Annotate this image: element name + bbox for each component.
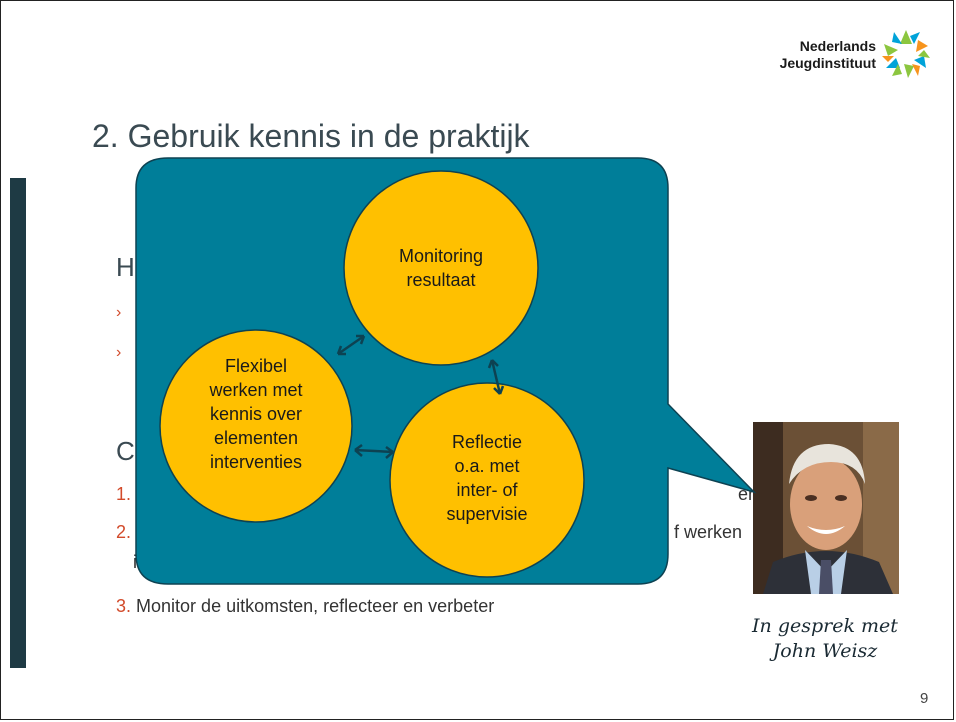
- reflectie-line2: o.a. met: [454, 456, 520, 476]
- circle-monitoring-label: Monitoring resultaat: [361, 244, 521, 292]
- logo-line1: Nederlands: [799, 38, 876, 54]
- portrait-photo: [753, 422, 899, 594]
- bg-heading-letter-c: C: [116, 436, 135, 466]
- bullet-chevron-2: ›: [116, 344, 122, 361]
- bg-fragment-werken: f werken: [674, 522, 743, 542]
- logo-line2: Jeugdinstituut: [779, 55, 876, 71]
- flexibel-line1: Flexibel: [224, 356, 288, 376]
- logo-text: Nederlands Jeugdinstituut: [780, 38, 876, 72]
- list-item-3-text: Monitor de uitkomsten, reflecteer en ver…: [136, 596, 495, 616]
- list-number-1: 1.: [116, 484, 132, 504]
- flexibel-line2: werken met: [209, 380, 303, 400]
- bg-heading-letter-h: H: [116, 252, 135, 282]
- bullet-chevron-1: ›: [116, 304, 122, 321]
- photo-caption-line1: In gesprek met: [752, 615, 898, 637]
- page-number: 9: [920, 690, 929, 707]
- reflectie-line3: inter- of: [456, 480, 518, 500]
- circle-flexibel-label: Flexibel werken met kennis over elemente…: [176, 354, 336, 474]
- logo: Nederlands Jeugdinstituut: [762, 26, 942, 100]
- flexibel-line3: kennis over: [209, 404, 303, 424]
- reflectie-line4: supervisie: [446, 504, 528, 524]
- photo-caption: In gesprek met John Weisz: [730, 614, 920, 664]
- circle-reflectie-label: Reflectie o.a. met inter- of supervisie: [407, 430, 567, 526]
- photo-caption-line2: John Weisz: [772, 640, 878, 662]
- list-number-2: 2.: [116, 522, 132, 542]
- left-accent-bar: [10, 178, 26, 668]
- flexibel-line5: interventies: [209, 452, 303, 472]
- bg-fragment-in: in: [133, 552, 148, 572]
- reflectie-line1: Reflectie: [451, 432, 523, 452]
- monitoring-line1: Monitoring: [398, 246, 484, 266]
- logo-mark-icon: [882, 30, 930, 78]
- slide-title: 2. Gebruik kennis in de praktijk: [92, 118, 530, 154]
- bg-fragment-er-1: er: [738, 484, 755, 504]
- list-number-3: 3.: [116, 596, 132, 616]
- bg-heading-fragment-is: is: [692, 436, 711, 466]
- flexibel-line4: elementen: [213, 428, 299, 448]
- list-item-3: 3. Monitor de uitkomsten, reflecteer en …: [116, 596, 494, 617]
- monitoring-line2: resultaat: [406, 270, 476, 290]
- portrait-illustration: [753, 422, 899, 594]
